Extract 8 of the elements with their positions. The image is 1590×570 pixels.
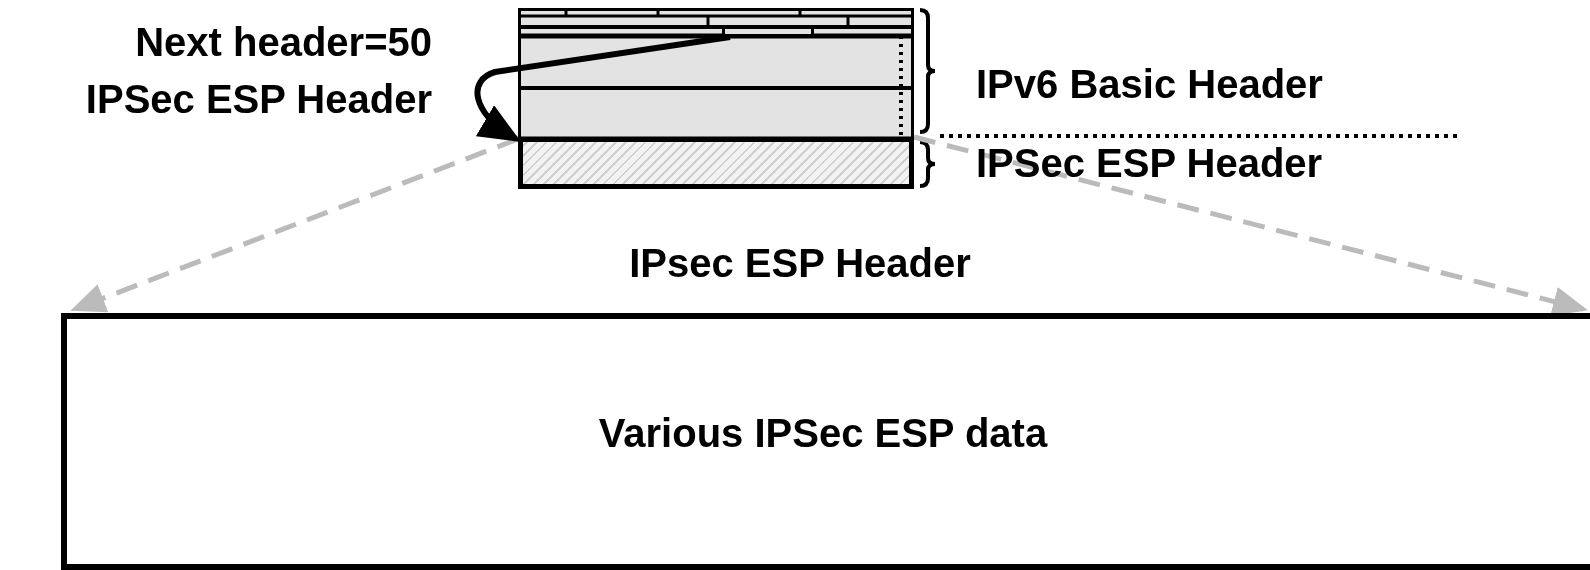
text-label: IPSec ESP Header [85, 79, 432, 119]
box-caption: IPsec ESP Header [629, 243, 971, 283]
packet-box [518, 8, 914, 189]
box-label: Various IPSec ESP data [598, 411, 1048, 456]
text-label: Next header=50 [135, 22, 432, 62]
esp-data-box [61, 313, 1590, 570]
text-label: IPSec ESP Header [976, 143, 1323, 183]
text-label: IPv6 Basic Header [976, 64, 1323, 104]
